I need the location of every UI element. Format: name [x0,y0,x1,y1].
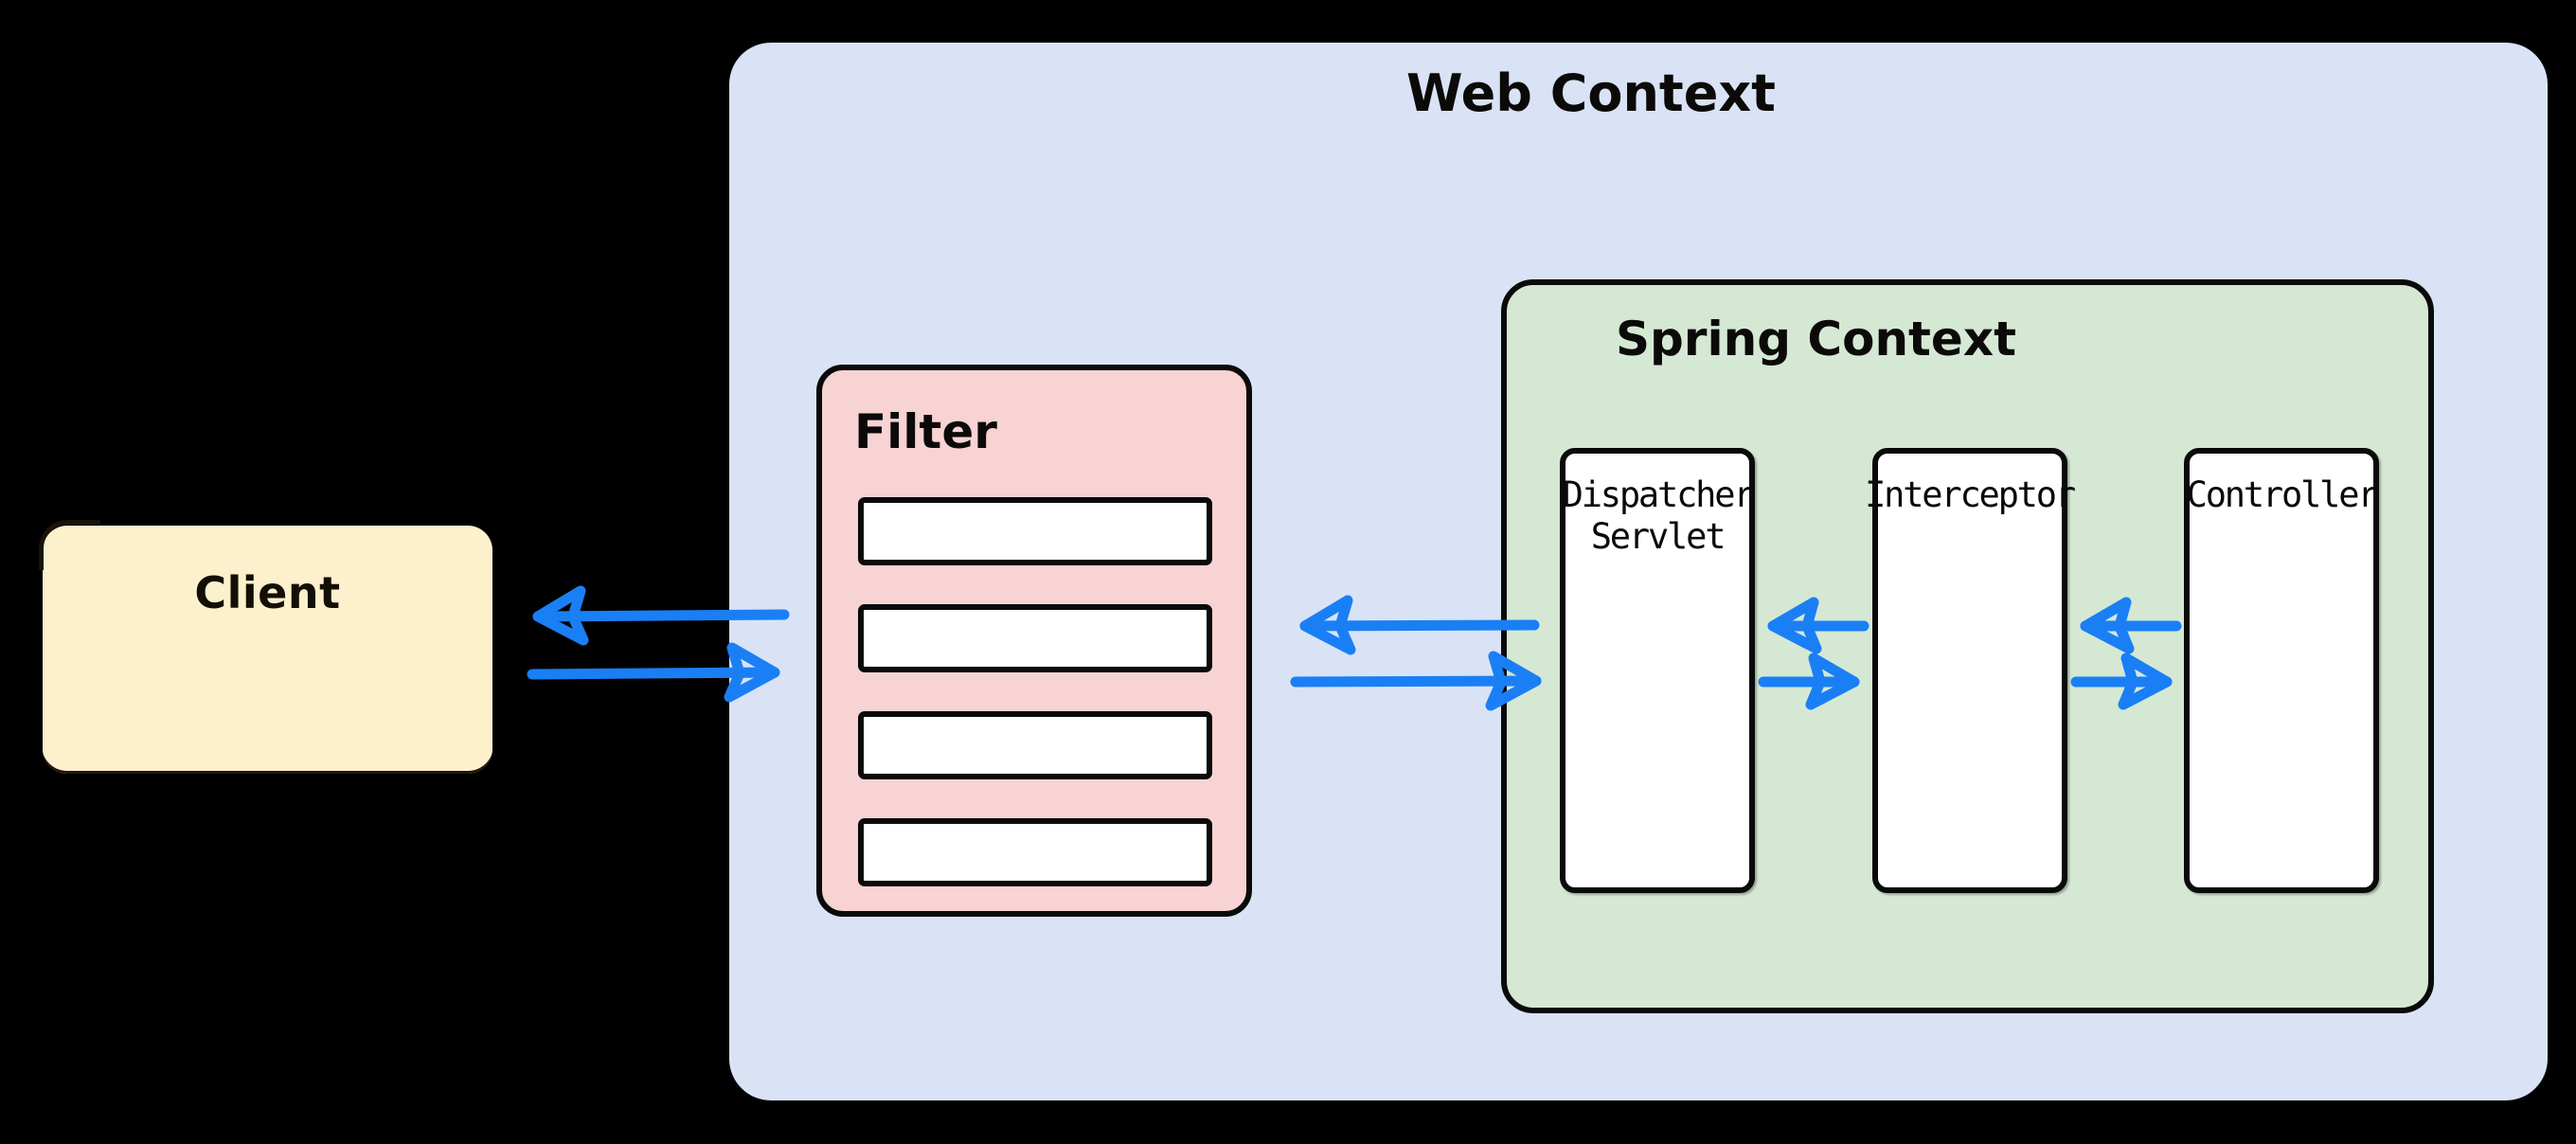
component-interceptor[interactable]: Interceptor [1865,448,2076,893]
filter-chain-item[interactable] [858,818,1212,886]
spring-context-container: Spring Context Dispatcher Servlet Interc… [1501,279,2434,1013]
filter-chain-item[interactable] [858,711,1212,779]
client-container: Client [39,520,492,774]
filter-chain-list [858,497,1212,886]
component-label: Dispatcher Servlet [1562,474,1755,557]
component-label: Controller [2186,474,2379,515]
spring-components-row: Dispatcher Servlet Interceptor Controlle… [1560,448,2379,893]
filter-chain-item[interactable] [858,604,1212,672]
web-context-title: Web Context [1406,63,1776,123]
web-context-container: Web Context Spring Context Dispatcher Se… [729,43,2548,1100]
component-dispatcher-servlet[interactable]: Dispatcher Servlet [1560,448,1755,893]
spring-context-title: Spring Context [1616,312,2016,366]
filter-chain-item[interactable] [858,497,1212,565]
filter-title: Filter [854,404,997,459]
client-label: Client [194,567,341,618]
component-label: Interceptor [1865,474,2076,515]
filter-container: Filter [816,365,1252,917]
component-controller[interactable]: Controller [2184,448,2379,893]
